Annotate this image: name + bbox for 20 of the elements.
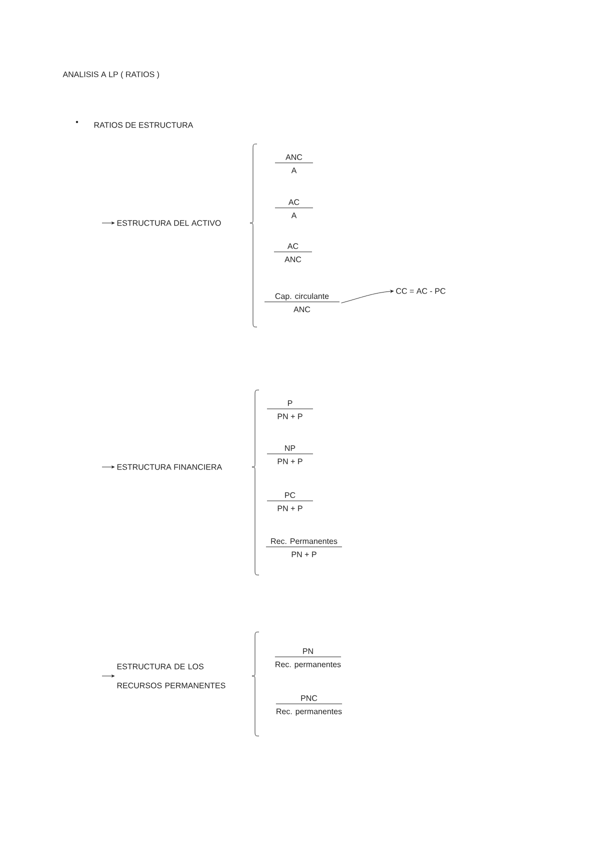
section-heading: ESTRUCTURA DE LOS RECURSOS PERMANENTES <box>117 664 226 688</box>
fraction: PC PN + P <box>266 492 314 512</box>
fraction: Rec. Permanentes PN + P <box>266 538 342 558</box>
fraction: ANC A <box>274 154 314 174</box>
arrow <box>341 290 394 304</box>
formula-text: CC = AC - PC <box>396 288 446 294</box>
section-heading: ESTRUCTURA FINANCIERA <box>117 464 222 470</box>
arrow <box>102 674 115 678</box>
fraction: Cap. circulante ANC <box>264 293 340 312</box>
section-heading: ESTRUCTURA DEL ACTIVO <box>117 220 221 226</box>
fraction: P PN + P <box>266 400 314 420</box>
fraction: AC A <box>274 199 314 218</box>
heading: RATIOS DE ESTRUCTURA <box>94 122 194 128</box>
arrow <box>102 466 115 468</box>
fraction: AC ANC <box>274 243 312 262</box>
fraction: PN Rec. permanentes <box>274 648 342 669</box>
arrow <box>102 222 115 224</box>
fraction: NP PN + P <box>266 445 314 464</box>
title: ANALISIS A LP ( RATIOS ) <box>62 71 159 79</box>
fraction: PNC Rec. permanentes <box>276 695 342 716</box>
